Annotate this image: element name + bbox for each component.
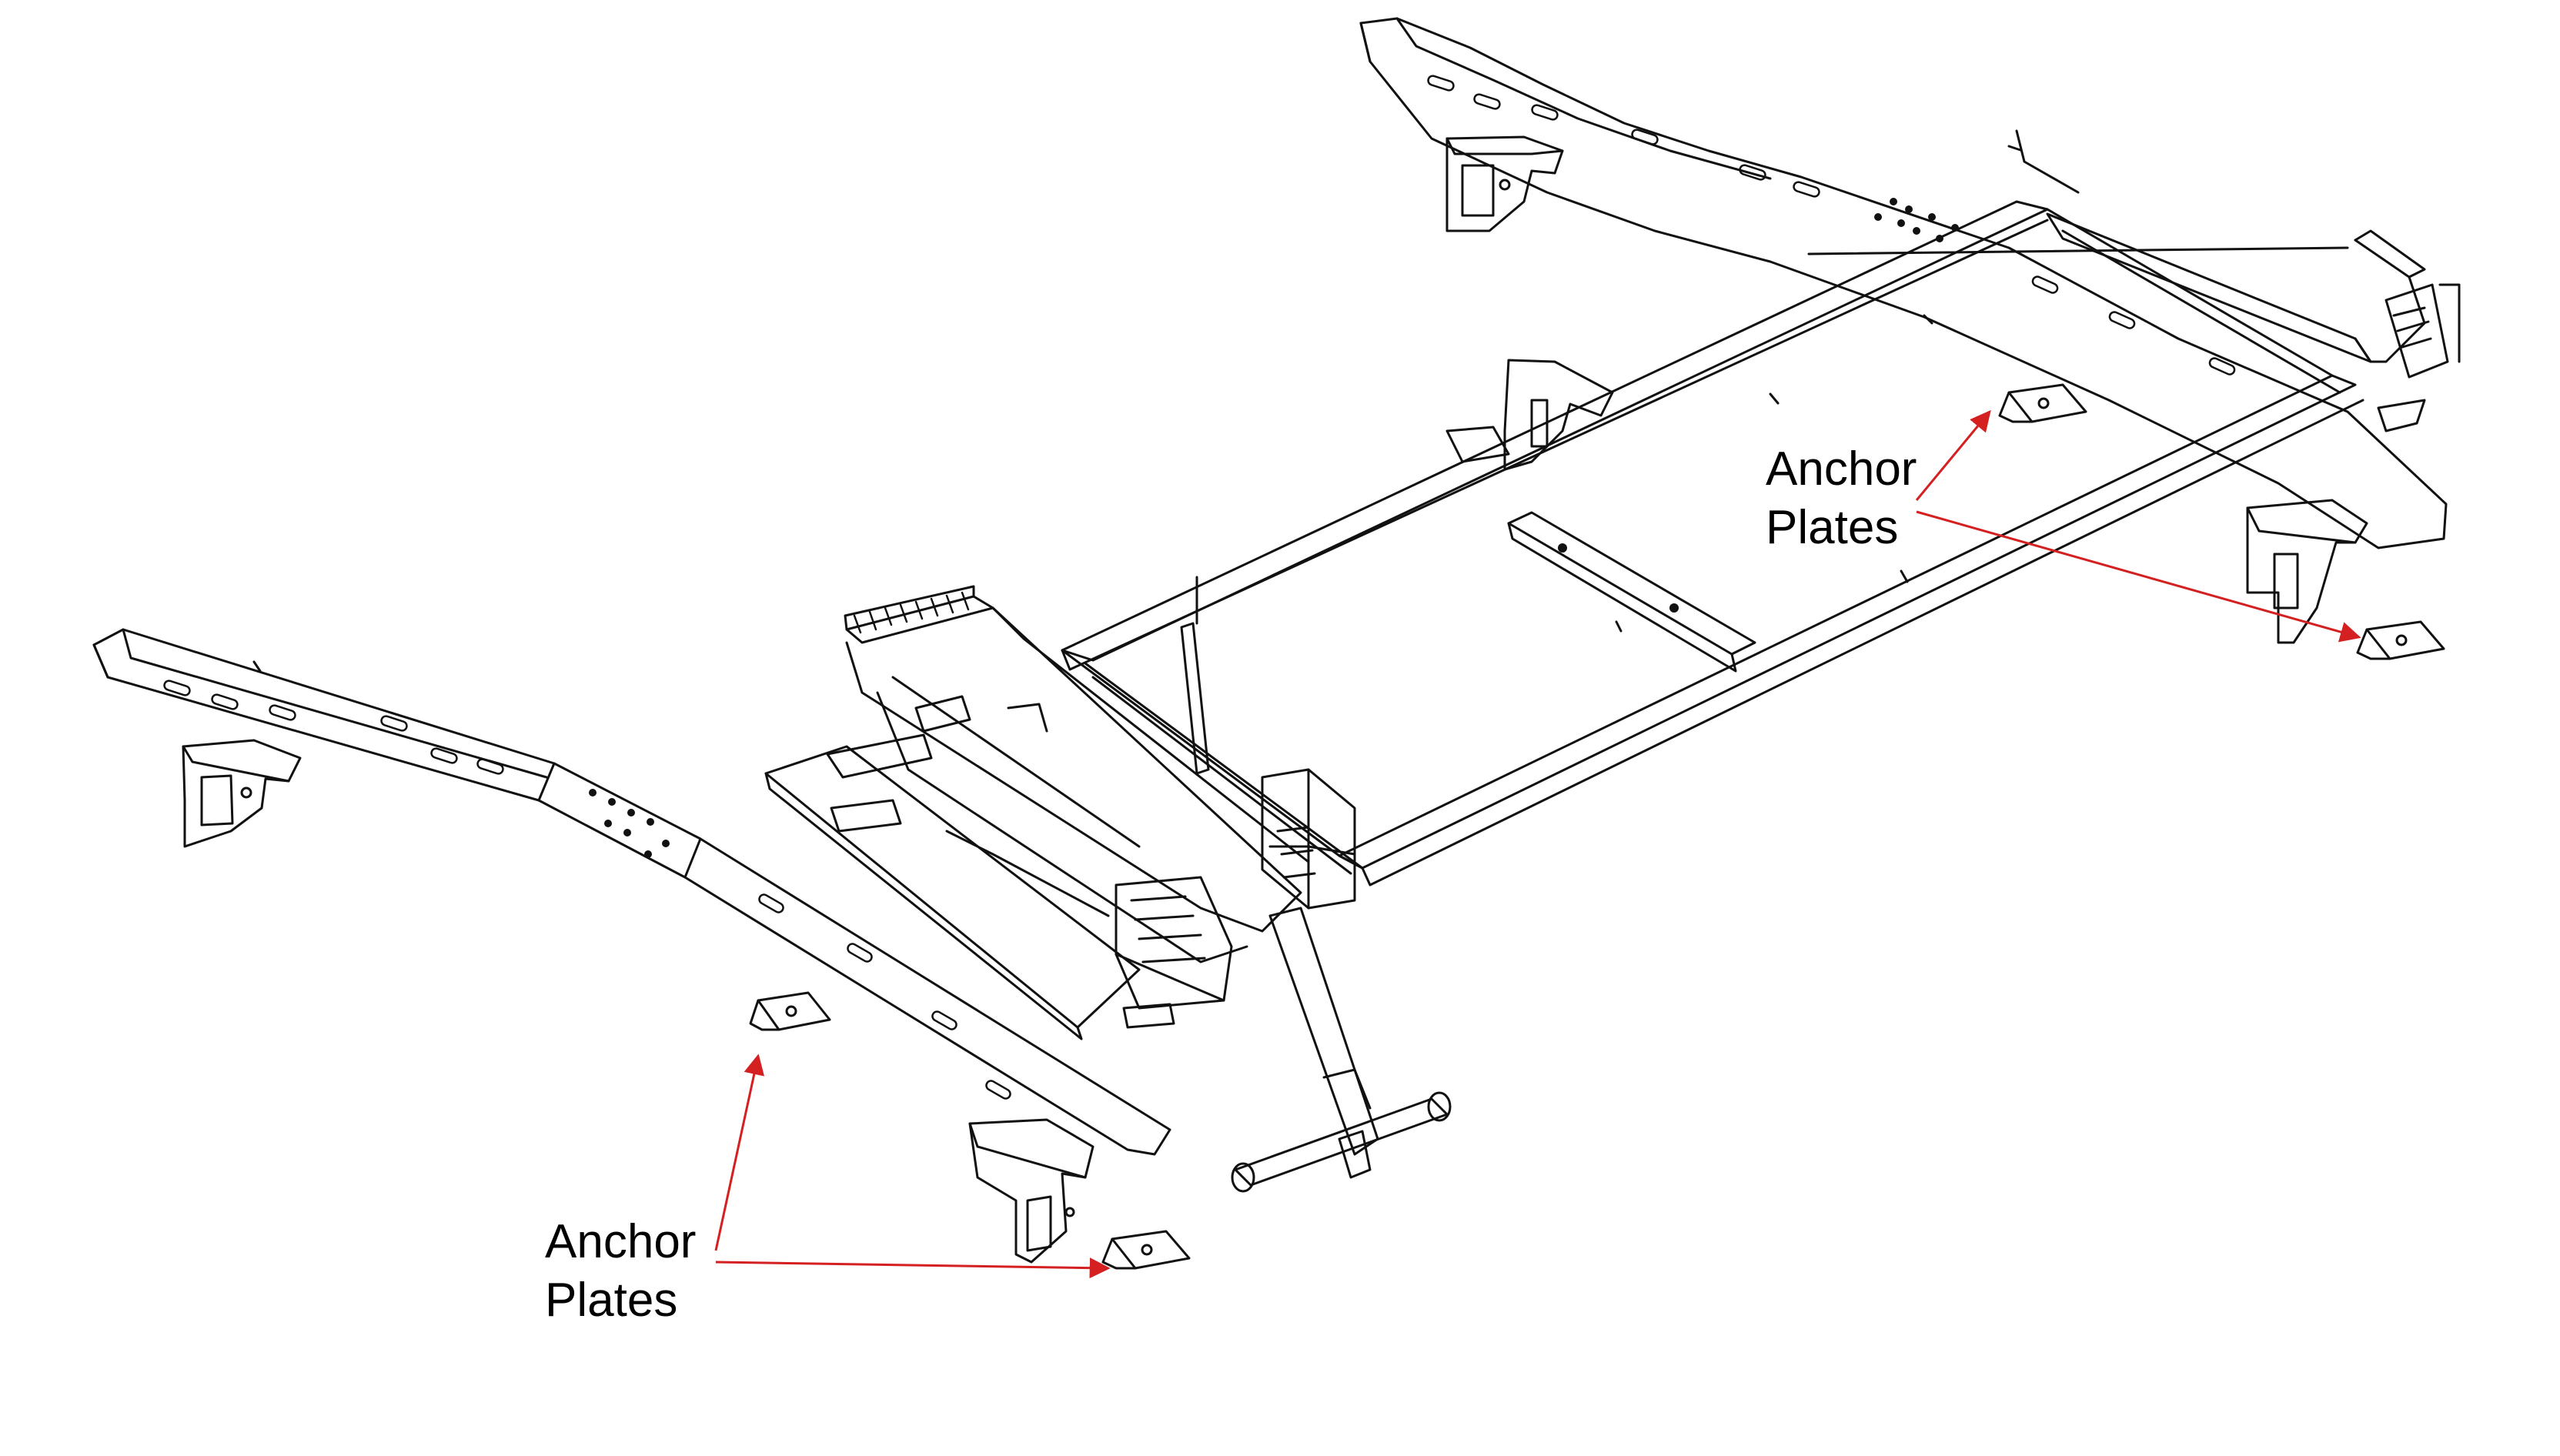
hitch-assembly <box>764 576 1452 1193</box>
right-rear-bracket <box>2246 499 2368 644</box>
callout-arrows <box>714 409 2361 1279</box>
callout-line-2: Plates <box>545 1274 678 1327</box>
callout-line-1: Anchor <box>1766 442 1917 496</box>
arrow-to-left-anchor <box>714 1054 765 1251</box>
mid-frame-bracket <box>1445 359 1614 471</box>
arrow-to-bottom-anchor <box>715 1257 1111 1279</box>
anchor-plate-bottom <box>1101 1230 1191 1270</box>
lower-rail-bracket-left <box>182 739 302 848</box>
anchor-plate-upper <box>1998 383 2087 423</box>
callout-line-1: Anchor <box>545 1215 697 1268</box>
lower-side-rail <box>92 628 1171 1156</box>
arrow-to-right-anchor <box>1916 510 2361 643</box>
anchor-plates-callout-right: Anchor Plates <box>1766 440 1917 557</box>
upper-rail-bracket <box>1445 135 1564 232</box>
callout-line-2: Plates <box>1766 501 1899 554</box>
anchor-plate-right <box>2356 620 2445 660</box>
lower-rail-bracket-right <box>968 1118 1095 1264</box>
arrow-to-upper-anchor <box>1915 409 1991 501</box>
anchor-plate-left <box>749 991 831 1031</box>
anchor-plates-callout-left: Anchor Plates <box>545 1213 696 1330</box>
main-frame <box>1061 200 2364 887</box>
upper-side-rail <box>1359 17 2448 549</box>
far-end-assembly <box>2007 129 2461 432</box>
